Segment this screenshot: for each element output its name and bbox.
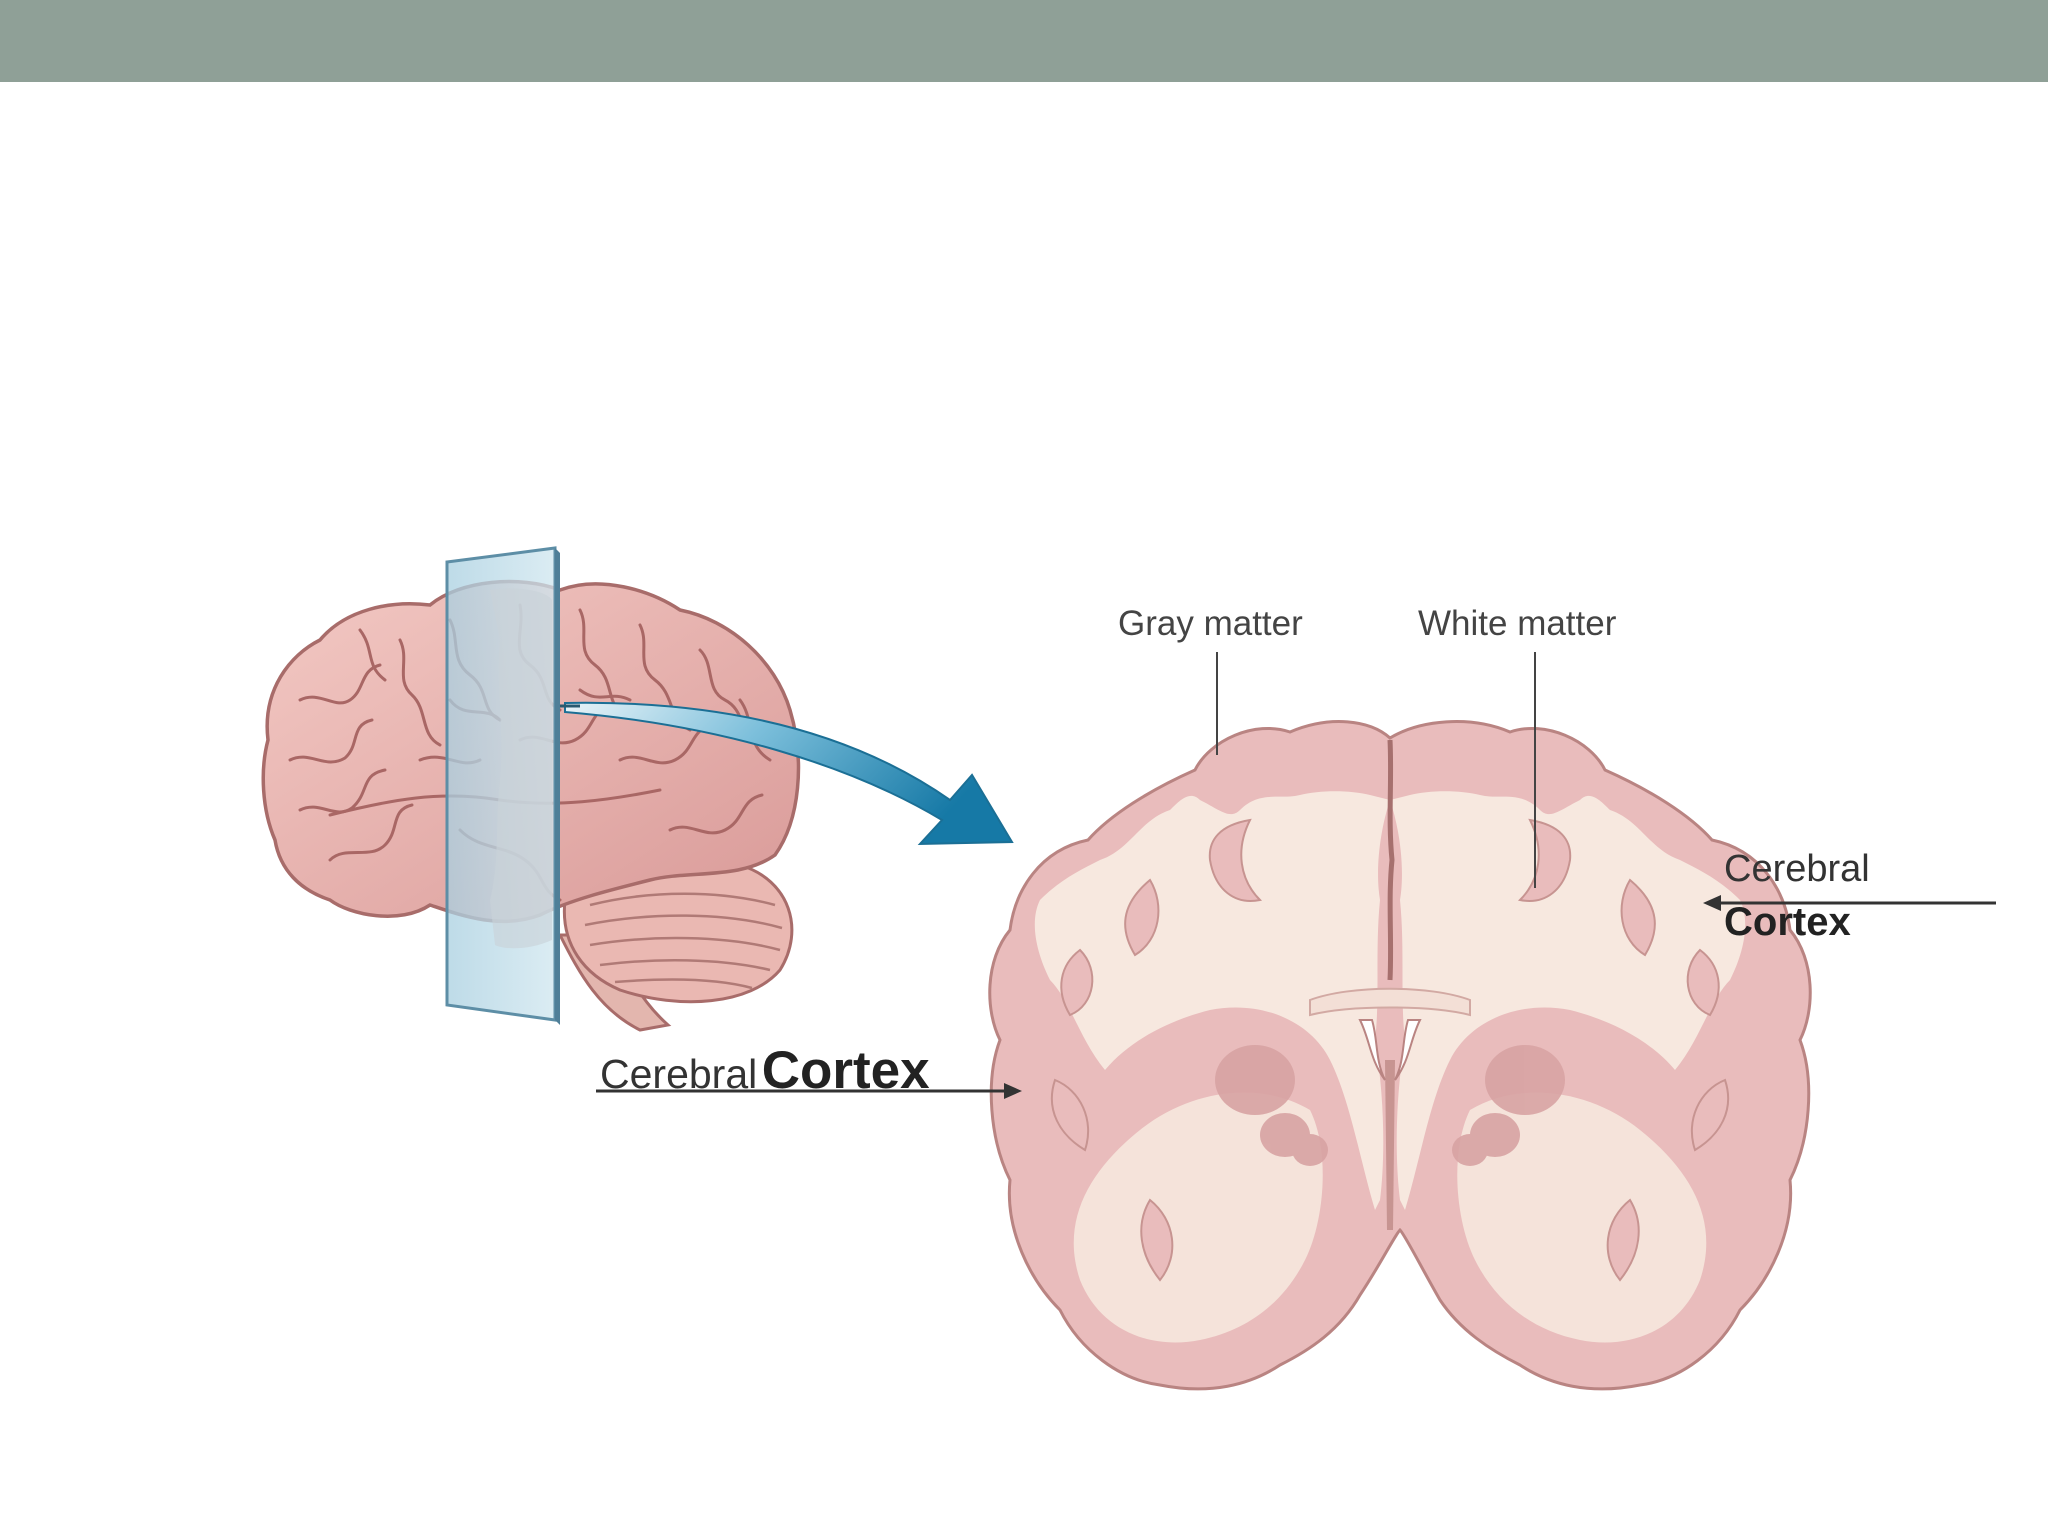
lateral-brain-icon <box>261 546 801 1032</box>
gray-matter-label: Gray matter <box>1118 604 1303 643</box>
right-cerebral-word: Cerebral <box>1724 848 1870 890</box>
right-cortex-word: Cortex <box>1724 900 1851 944</box>
white-matter-label: White matter <box>1418 604 1617 643</box>
left-cortex-annotation: Cerebral Cortex <box>600 1040 930 1101</box>
right-cortex-pointer <box>1703 895 1996 911</box>
left-cortex-pointer <box>596 1083 1022 1099</box>
coronal-section-icon <box>988 720 1812 1391</box>
left-cortex-word: Cortex <box>761 1041 930 1100</box>
left-cerebral-word: Cerebral <box>600 1051 758 1097</box>
header-bar <box>0 0 2048 82</box>
longitudinal-fissure <box>1387 739 1395 981</box>
white-matter-shape <box>1390 791 1746 1210</box>
label-leader-lines <box>1216 652 1536 888</box>
curved-arrow-icon <box>560 701 1014 846</box>
